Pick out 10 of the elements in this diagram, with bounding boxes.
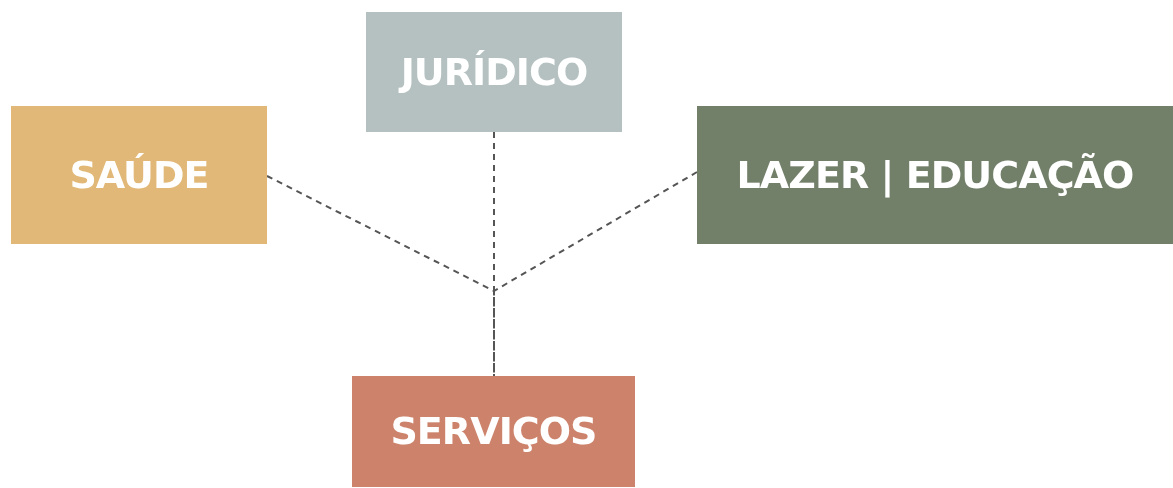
category-label: SAÚDE: [69, 151, 209, 199]
category-box: [11, 106, 267, 244]
category-label: JURÍDICO: [400, 48, 588, 96]
dashed-connector: [493, 131, 495, 377]
category-box: [352, 376, 635, 487]
category-label: SERVIÇOS: [390, 408, 597, 455]
category-label: LAZER | EDUCAÇÃO: [736, 151, 1134, 200]
dashed-connector: [493, 171, 698, 377]
category-box: [697, 106, 1173, 244]
category-box: [366, 12, 622, 132]
